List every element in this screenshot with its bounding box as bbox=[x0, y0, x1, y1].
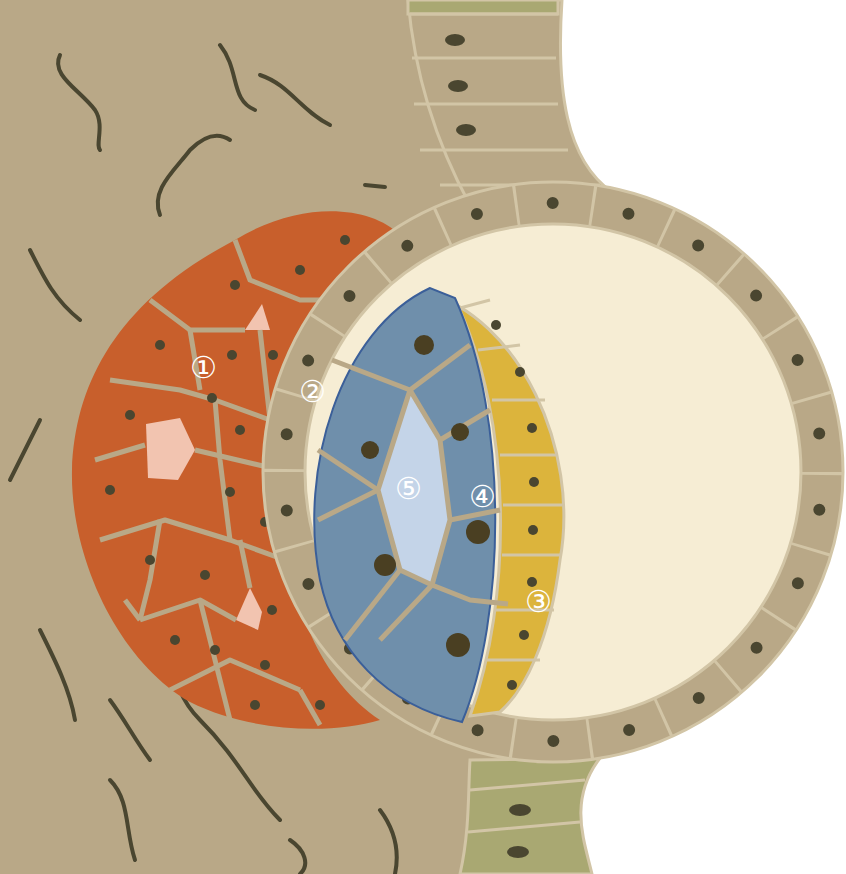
callout-number: ④ bbox=[469, 482, 496, 512]
callout-number: ③ bbox=[525, 587, 552, 617]
callout-number: ② bbox=[299, 377, 326, 407]
callout-number: ① bbox=[190, 353, 217, 383]
callout-number: ⑤ bbox=[395, 474, 422, 504]
